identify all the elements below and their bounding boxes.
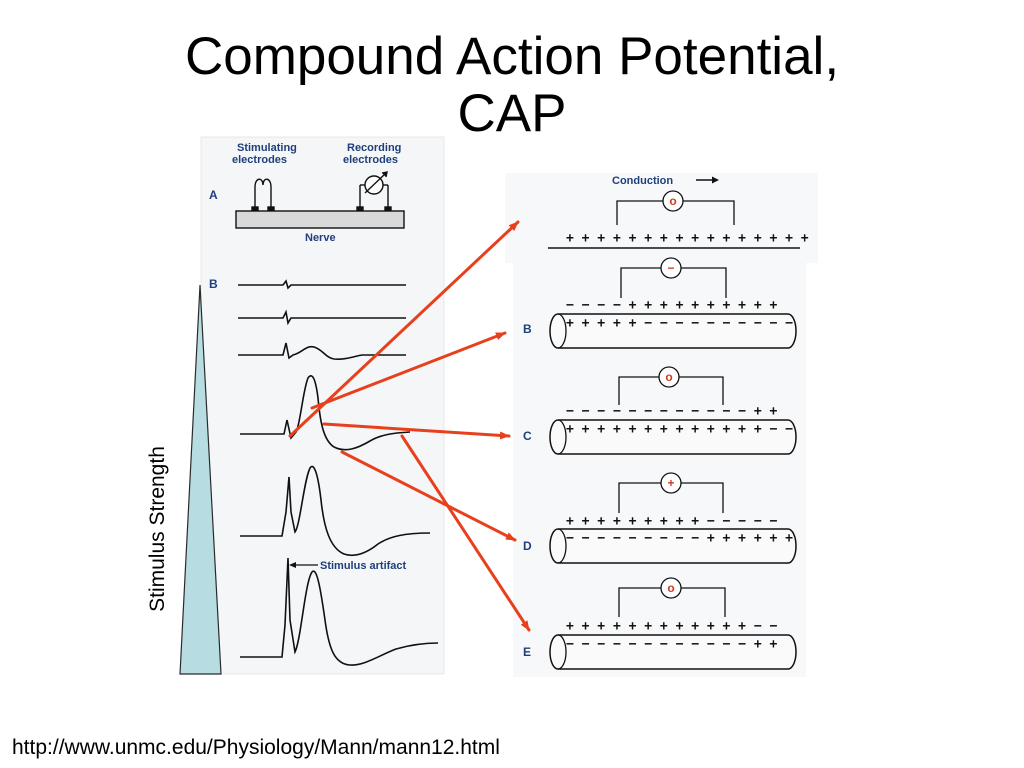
stimulus-strength-label: Stimulus Strength [146, 446, 169, 612]
axon-panel-label: C [523, 429, 532, 443]
inner-charges: + + + + + + + + + + + + + − − [566, 422, 793, 437]
axon-panel-label: E [523, 645, 531, 659]
electrode-left-wire [620, 267, 661, 298]
stimulus-artifact-pointer [289, 562, 318, 568]
axon-cylinder [549, 634, 797, 670]
stimulus-artifact-label: Stimulus artifact [320, 560, 407, 572]
axon-cylinder [549, 419, 797, 455]
outer-charges: + + + + + + + + + + + + + + + + [566, 231, 809, 246]
meter-sign: − [667, 261, 674, 275]
recording-label-1: Recording [347, 142, 401, 154]
cap-trace-5 [240, 465, 431, 557]
cap-trace-4 [240, 375, 411, 451]
inner-charges: − − − − − − − − − − − − + + [566, 637, 777, 652]
slide-title: Compound Action Potential, CAP [0, 28, 1024, 142]
meter-sign: o [669, 194, 676, 208]
stimulating-label-1: Stimulating [237, 142, 297, 154]
conduction-arrow-icon [696, 176, 719, 184]
electrode-left-wire [618, 482, 661, 513]
cap-trace-2 [238, 309, 406, 326]
arrow-to-panel-d [340, 450, 517, 542]
arrow-to-panel-b [310, 331, 507, 410]
stimulating-label-2: electrodes [232, 154, 287, 166]
recording-label-2: electrodes [343, 154, 398, 166]
meter-sign: + [667, 476, 674, 490]
axon-panel-top: o + + + + + + + + + + + + + + + + [548, 190, 809, 249]
correlation-arrows [288, 220, 531, 632]
right-figure: Conduction o + + + + + + + + + + + + + +… [505, 173, 818, 677]
electrode-left-wire [616, 200, 663, 225]
axon-panel-e: E o + + + + + + + + + + + + − − − − − − … [523, 577, 797, 670]
axon-cylinder [549, 528, 797, 564]
meter-sign: o [665, 370, 672, 384]
electrode-right-wire [679, 376, 724, 405]
outer-charges: − − − − − − − − − − − − + + [566, 404, 777, 419]
axon-panel-b: B − − − − − + + + + + + + + + + + + + + … [523, 257, 797, 349]
cap-trace-1 [238, 279, 406, 290]
conduction-label: Conduction [612, 175, 673, 187]
electrode-left-wire [618, 587, 661, 617]
electrode-right-wire [681, 482, 724, 513]
meter-sign: o [667, 581, 674, 595]
title-line-2: CAP [457, 84, 567, 143]
cap-trace-6 [240, 557, 439, 666]
inner-charges: − − − − − − − − − + + + + + + [566, 531, 793, 546]
electrode-right-wire [681, 587, 726, 617]
arrow-to-panel-c [322, 422, 511, 440]
outer-charges: − − − − + + + + + + + + + + [566, 298, 777, 313]
panel-a-label: A [209, 188, 218, 202]
left-figure: Stimulating electrodes Recording electro… [200, 136, 445, 675]
nerve-bar [235, 210, 405, 229]
cap-trace-3 [238, 342, 406, 360]
arrow-to-panel-e [400, 434, 531, 632]
electrode-right-wire [683, 200, 735, 225]
title-line-1: Compound Action Potential, [184, 27, 840, 86]
nerve-label: Nerve [305, 232, 336, 244]
axon-panel-d: D + + + + + + + + + + − − − − − − − − − … [523, 472, 797, 564]
source-url[interactable]: http://www.unmc.edu/Physiology/Mann/mann… [12, 736, 500, 759]
electrode-right-wire [681, 267, 727, 298]
outer-charges: + + + + + + + + + − − − − − [566, 514, 777, 529]
inner-charges: + + + + + − − − − − − − − − − [566, 316, 793, 331]
stimulus-strength-triangle [179, 284, 222, 675]
electrode-left-wire [618, 376, 659, 405]
axon-panel-label: B [523, 322, 532, 336]
recording-electrodes-icon [356, 171, 392, 213]
panel-b-label: B [209, 277, 218, 291]
axon-cylinder [549, 313, 797, 349]
axon-panel-label: D [523, 539, 532, 553]
axon-panel-c: C o − − − − − − − − − − − − + + + + + + … [523, 366, 797, 455]
outer-charges: + + + + + + + + + + + + − − [566, 619, 777, 634]
